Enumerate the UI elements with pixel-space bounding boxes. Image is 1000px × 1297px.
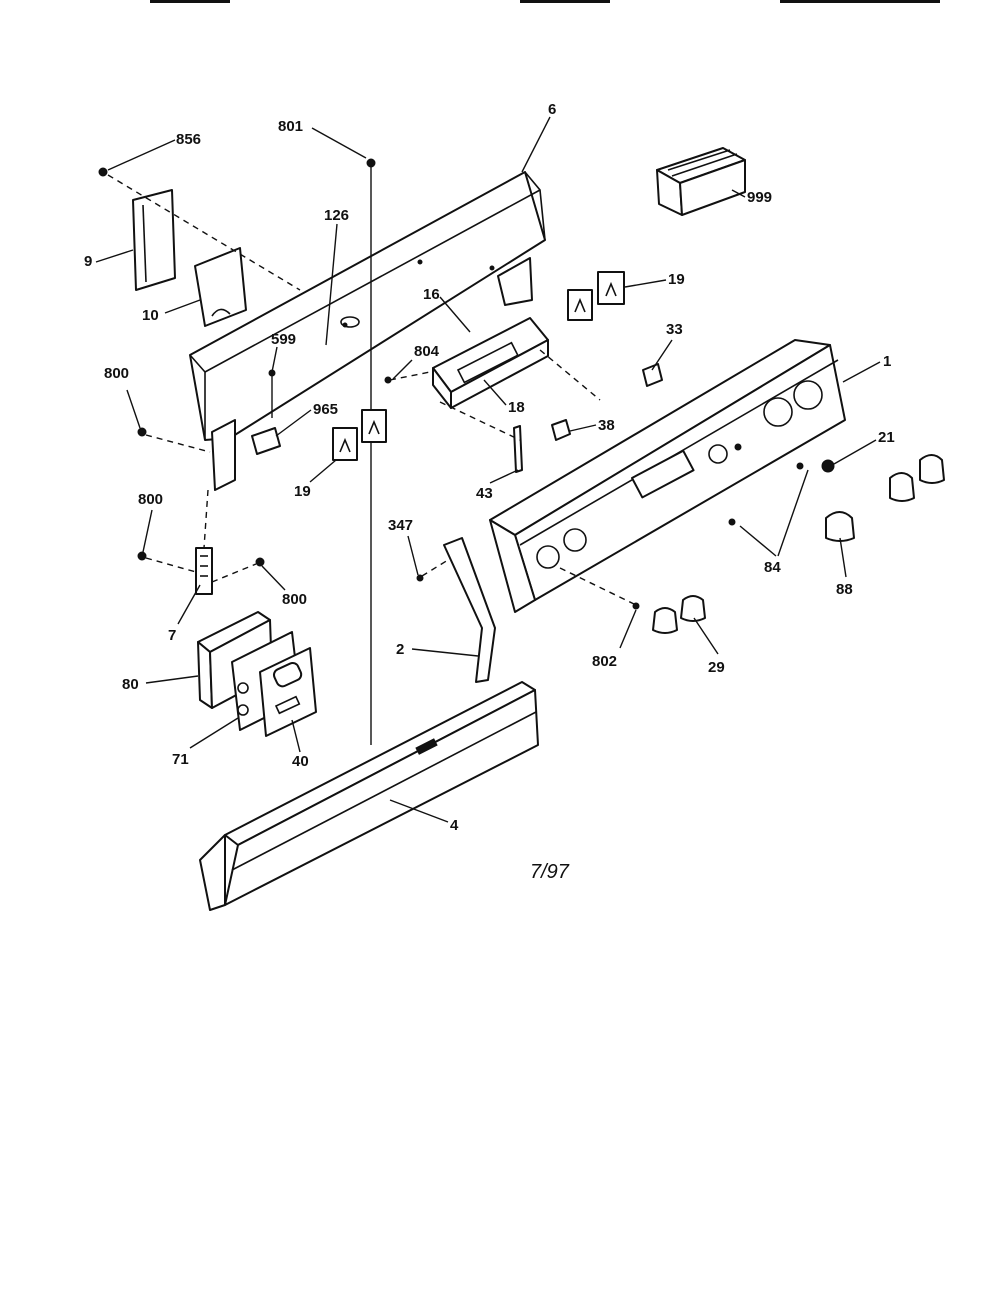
label-18: 18 xyxy=(508,399,525,416)
label-801: 801 xyxy=(278,118,303,135)
top-border-marks xyxy=(150,0,940,3)
label-802: 802 xyxy=(592,653,617,670)
label-804: 804 xyxy=(414,343,440,360)
label-965: 965 xyxy=(313,401,338,418)
wiring-box-999 xyxy=(656,147,746,216)
side-bracket-9 xyxy=(132,189,176,291)
label-38: 38 xyxy=(598,417,615,434)
label-88: 88 xyxy=(836,581,853,598)
connector-33 xyxy=(642,363,663,387)
label-19-top: 19 xyxy=(668,271,685,288)
connector-38 xyxy=(551,419,571,441)
leader-lines xyxy=(95,116,881,823)
rear-backguard-panel xyxy=(189,171,546,491)
label-800-lower: 800 xyxy=(282,591,307,608)
label-6: 6 xyxy=(548,101,556,118)
label-126: 126 xyxy=(324,207,349,224)
knob-29 xyxy=(652,595,706,634)
label-800-upper: 800 xyxy=(104,365,129,382)
drawing-code: 7/97 xyxy=(530,861,570,883)
label-347: 347 xyxy=(388,517,413,534)
label-43: 43 xyxy=(476,485,493,502)
bottom-trim-4 xyxy=(199,681,539,911)
side-trim-2 xyxy=(443,537,496,683)
side-bracket-10 xyxy=(194,247,247,327)
screw-800a xyxy=(137,427,147,437)
label-40: 40 xyxy=(292,753,309,770)
label-33: 33 xyxy=(666,321,683,338)
label-16: 16 xyxy=(423,286,440,303)
label-1: 1 xyxy=(883,353,891,370)
label-2: 2 xyxy=(396,641,404,658)
label-9: 9 xyxy=(84,253,92,270)
bracket-43 xyxy=(513,425,523,473)
label-71: 71 xyxy=(172,751,189,768)
screw-802 xyxy=(632,602,640,610)
label-84: 84 xyxy=(764,559,781,576)
switch-19-top-a xyxy=(567,289,593,321)
label-4: 4 xyxy=(450,817,459,834)
knob-88-pair xyxy=(889,454,945,502)
control-panel-1 xyxy=(489,339,846,613)
screw-800b xyxy=(137,551,147,561)
label-80: 80 xyxy=(122,676,139,693)
label-19-left: 19 xyxy=(294,483,311,500)
switch-19-left-a xyxy=(332,427,358,461)
label-599: 599 xyxy=(271,331,296,348)
knob-88 xyxy=(825,511,855,542)
screw-800c xyxy=(255,557,265,567)
screw-801-assembly xyxy=(366,158,376,745)
screw-856 xyxy=(98,167,108,177)
switch-19-left-b xyxy=(361,409,387,443)
clip-965 xyxy=(251,427,281,455)
part-labels: 856 801 6 999 9 126 10 19 16 599 33 1 80… xyxy=(84,101,895,883)
knob-21 xyxy=(821,459,835,473)
switch-19-top-b xyxy=(597,271,625,305)
label-21: 21 xyxy=(878,429,895,446)
label-999: 999 xyxy=(747,189,772,206)
label-856: 856 xyxy=(176,131,201,148)
label-7: 7 xyxy=(168,627,176,644)
timer-faceplate-40 xyxy=(259,647,317,737)
label-800-middle: 800 xyxy=(138,491,163,508)
clock-timer-16 xyxy=(432,317,549,409)
label-10: 10 xyxy=(142,307,159,324)
label-29: 29 xyxy=(708,659,725,676)
